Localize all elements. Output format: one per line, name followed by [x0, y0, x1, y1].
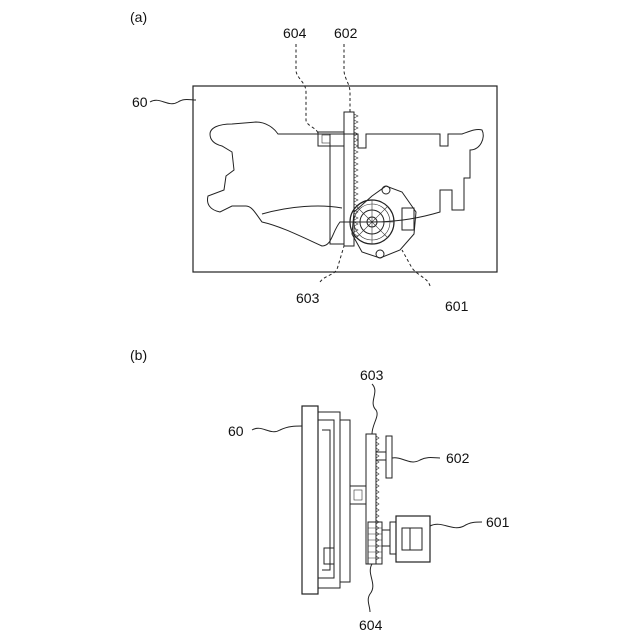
- panel-a-slider-hole: [322, 135, 330, 143]
- panel-a-mount-hole-2: [376, 250, 384, 258]
- panel-b-plate-layer-2: [340, 420, 350, 582]
- panel-b-leader-604: [368, 564, 373, 612]
- panel-b-tag: (b): [130, 347, 147, 363]
- panel-a-rack-teeth: [354, 114, 358, 238]
- panel-b-plate-tab: [324, 548, 334, 564]
- panel-a-label-60: 60: [132, 94, 148, 110]
- panel-b-leader-60: [252, 426, 302, 432]
- panel-b-label-602: 602: [446, 450, 470, 466]
- panel-b-leader-601: [430, 522, 482, 528]
- panel-b-gear-shaft: [382, 530, 390, 546]
- panel-a-tag: (a): [130, 9, 147, 25]
- panel-a-leader-60: [150, 100, 196, 104]
- panel-b-coupling-inner: [354, 490, 362, 500]
- panel-b-leader-603: [372, 384, 377, 434]
- panel-a-gear-assembly: [350, 186, 416, 258]
- panel-b: (b) 60 603 602 601 604: [130, 347, 510, 633]
- panel-b-gear-flange: [390, 522, 396, 554]
- panel-a-leader-601: [402, 250, 430, 286]
- panel-b-label-604: 604: [359, 617, 383, 633]
- panel-a-label-601: 601: [445, 298, 469, 314]
- panel-b-slider-lines: [368, 528, 382, 558]
- panel-b-label-603: 603: [360, 367, 384, 383]
- panel-b-plate-inner: [318, 420, 334, 578]
- panel-a-label-604: 604: [283, 25, 307, 41]
- panel-b-plate: [302, 406, 318, 594]
- panel-a-gear-teeth-lines: [350, 200, 394, 244]
- panel-a-plate: [193, 86, 497, 272]
- panel-b-label-60: 60: [228, 423, 244, 439]
- panel-b-gear-box: [396, 516, 430, 562]
- panel-b-bracket: [386, 436, 392, 478]
- panel-a-mount-hole-1: [382, 186, 390, 194]
- panel-b-coupling: [350, 486, 366, 504]
- panel-a-label-602: 602: [334, 25, 358, 41]
- panel-a-leader-602: [344, 44, 350, 112]
- panel-b-plate-layer-1: [318, 412, 340, 588]
- panel-a: (a) 60: [130, 9, 497, 314]
- panel-a-leader-603: [320, 246, 344, 282]
- panel-b-bracket-stem: [376, 452, 386, 460]
- panel-a-leader-604: [296, 44, 318, 134]
- panel-b-label-601: 601: [486, 514, 510, 530]
- panel-b-gear-window: [402, 528, 422, 550]
- panel-b-leader-602: [392, 458, 440, 462]
- panel-a-cutout: [208, 122, 484, 246]
- panel-a-label-603: 603: [296, 290, 320, 306]
